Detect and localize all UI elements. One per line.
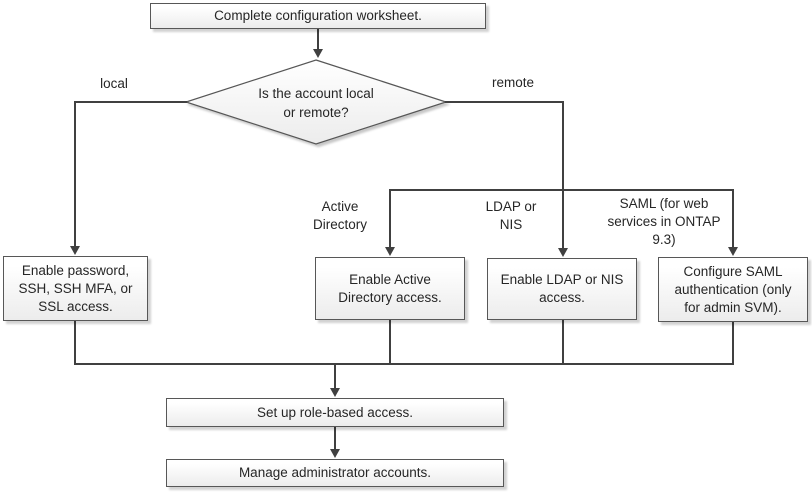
- edge-label-remote: remote: [491, 75, 535, 90]
- node-manage-administrator-accounts: Manage administrator accounts.: [166, 459, 504, 487]
- edge-label-local: local: [100, 76, 128, 91]
- arrowhead-into-ldap: [558, 248, 568, 257]
- node-enable-active-directory: Enable Active Directory access.: [315, 257, 465, 320]
- arrowhead-into-password: [70, 246, 80, 255]
- node-configure-saml: Configure SAML authentication (only for …: [658, 257, 808, 322]
- edge-decision-to-password-local: [74, 101, 187, 247]
- node-complete-worksheet: Complete configuration worksheet.: [150, 3, 486, 29]
- edge-label-ldap-nis: LDAP or NIS: [485, 199, 537, 232]
- edge-label-active-directory: Active Directory: [312, 199, 367, 232]
- edge-decision-to-remote-junction: [445, 101, 564, 249]
- decision-question-text: Is the account local or remote?: [258, 86, 374, 120]
- node-setup-role-based-access: Set up role-based access.: [166, 398, 504, 427]
- arrowhead-into-saml: [728, 247, 738, 256]
- arrowhead-into-decision: [313, 49, 323, 58]
- arrowhead-into-manage: [330, 449, 340, 458]
- node-enable-password-ssh: Enable password, SSH, SSH MFA, or SSL ac…: [3, 256, 148, 321]
- node-enable-ldap-nis: Enable LDAP or NIS access.: [487, 258, 637, 320]
- edge-label-saml: SAML (for web services in ONTAP 9.3): [607, 196, 721, 247]
- arrowhead-into-rbac: [330, 388, 340, 397]
- arrowhead-into-ad: [385, 247, 395, 256]
- decision-diamond-shape: [184, 59, 448, 145]
